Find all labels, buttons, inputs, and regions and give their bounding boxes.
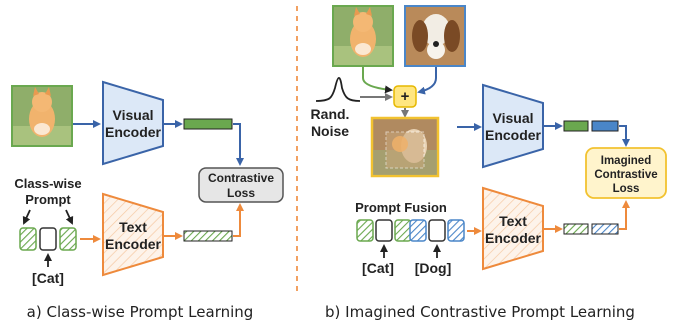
svg-text:+: + bbox=[401, 88, 410, 105]
arrow-image-feature-to-imagined-loss bbox=[619, 125, 630, 147]
prompt-tokens-right bbox=[356, 219, 465, 242]
plus-operator: + bbox=[393, 85, 417, 108]
arrow-text-feature-to-imagined-loss bbox=[619, 200, 630, 230]
arrow-cat-to-plus bbox=[362, 67, 393, 94]
svg-text:Visual: Visual bbox=[113, 107, 154, 123]
noise-label-line2: Noise bbox=[311, 123, 349, 139]
prompt-label-line2: Prompt bbox=[25, 192, 71, 207]
image-feature-right-dog bbox=[591, 120, 619, 132]
svg-text:Loss: Loss bbox=[613, 183, 640, 195]
svg-text:Contrastive: Contrastive bbox=[594, 169, 657, 181]
text-feature-right-cat bbox=[563, 223, 589, 235]
prompt-tokens-left bbox=[19, 227, 77, 251]
svg-text:Encoder: Encoder bbox=[105, 124, 162, 140]
svg-text:Text: Text bbox=[119, 219, 147, 235]
svg-text:Encoder: Encoder bbox=[485, 127, 542, 143]
cat-image-left bbox=[11, 85, 73, 147]
svg-text:Text: Text bbox=[499, 213, 527, 229]
class-token-dog: [Dog] bbox=[415, 260, 452, 276]
text-feature-right-dog bbox=[591, 223, 619, 235]
mixed-image bbox=[370, 116, 440, 178]
arrow-prompt-right bbox=[65, 209, 74, 225]
caption-right: b) Imagined Contrastive Prompt Learning bbox=[325, 303, 635, 321]
prompt-fusion-label: Prompt Fusion bbox=[355, 200, 447, 215]
contrastive-loss-box: Contrastive Loss bbox=[198, 167, 284, 203]
arrow-dog-to-plus bbox=[417, 67, 437, 95]
noise-label-line1: Rand. bbox=[311, 106, 350, 122]
visual-encoder-left: Visual Encoder bbox=[102, 80, 164, 166]
arrow-text-feature-to-loss bbox=[233, 203, 244, 237]
text-feature-left bbox=[183, 230, 233, 242]
svg-text:Encoder: Encoder bbox=[485, 230, 542, 246]
prompt-label-line1: Class-wise bbox=[14, 176, 81, 191]
cat-image-right bbox=[332, 5, 394, 67]
visual-encoder-right: Visual Encoder bbox=[482, 83, 544, 169]
text-encoder-left: Text Encoder bbox=[102, 192, 164, 277]
text-encoder-right: Text Encoder bbox=[482, 186, 544, 271]
arrow-image-feature-to-loss bbox=[233, 123, 244, 166]
caption-left: a) Class-wise Prompt Learning bbox=[27, 303, 254, 321]
dog-image bbox=[404, 5, 466, 67]
image-feature-left bbox=[183, 118, 233, 130]
noise-curve-icon bbox=[315, 76, 361, 102]
svg-text:Encoder: Encoder bbox=[105, 236, 162, 252]
arrow-prompt-left bbox=[22, 209, 31, 225]
image-feature-right-cat bbox=[563, 120, 589, 132]
class-token-cat-right: [Cat] bbox=[362, 260, 394, 276]
class-token-cat: [Cat] bbox=[32, 270, 64, 286]
svg-text:Visual: Visual bbox=[493, 110, 534, 126]
svg-text:Loss: Loss bbox=[227, 186, 255, 200]
svg-text:Contrastive: Contrastive bbox=[208, 171, 274, 185]
imagined-contrastive-loss-box: Imagined Contrastive Loss bbox=[585, 147, 667, 199]
svg-text:Imagined: Imagined bbox=[601, 155, 651, 167]
